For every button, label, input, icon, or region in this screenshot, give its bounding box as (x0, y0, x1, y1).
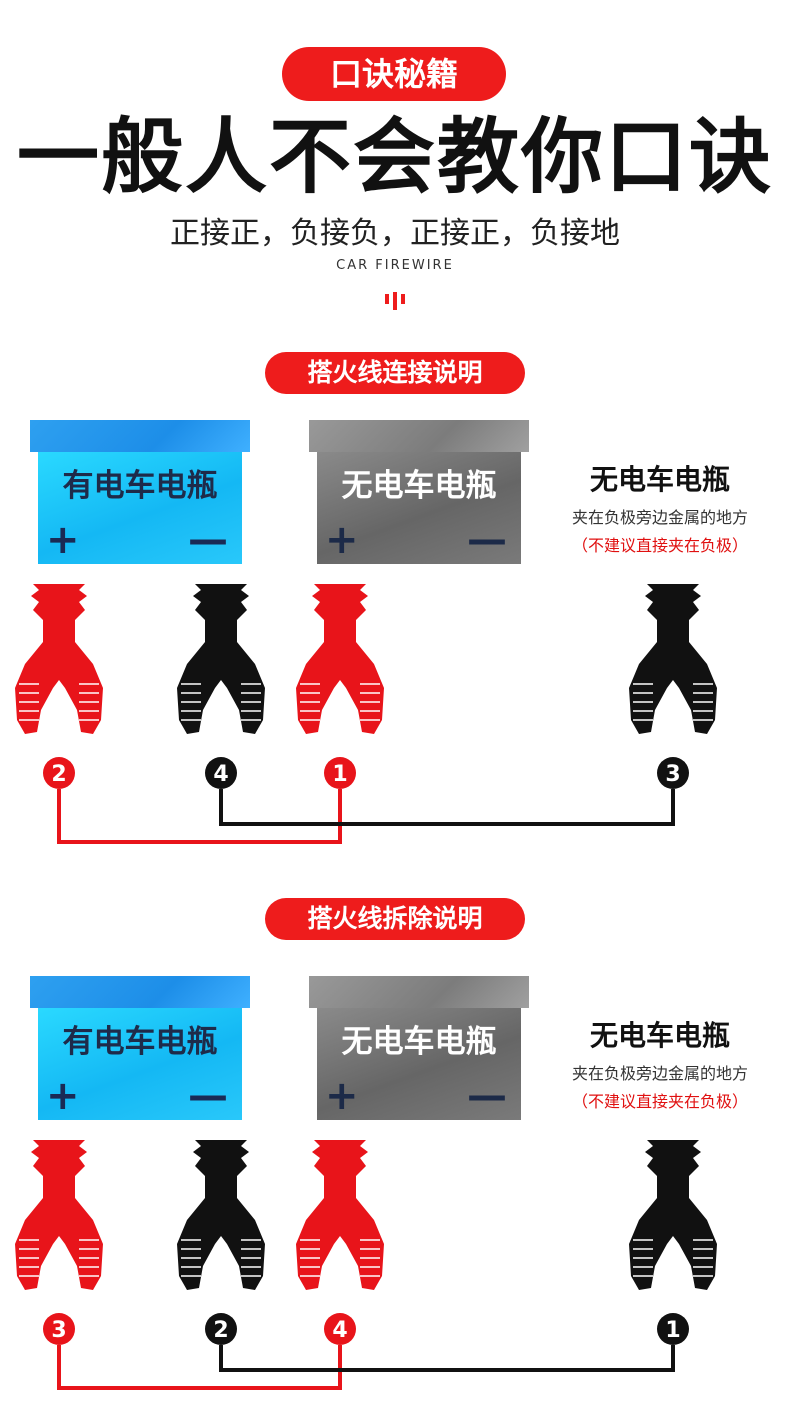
battery-lid (309, 420, 529, 452)
ground-note-title: 无电车电瓶 (589, 463, 730, 496)
page-title: 一般人不会教你口诀 (16, 110, 773, 205)
negative-cable (219, 789, 675, 826)
step-marker (205, 1313, 237, 1345)
battery-label: 无电车电瓶 (341, 468, 497, 504)
red-clamp-icon (15, 584, 103, 734)
battery-label: 有电车电瓶 (62, 468, 218, 504)
negative-terminal-icon: — (467, 517, 507, 563)
clamp-wiring-diagram: 2 4 1 3 (15, 584, 717, 844)
section-title: 搭火线拆除说明 (265, 898, 525, 940)
step-marker (324, 757, 356, 789)
step-number: 4 (213, 762, 228, 787)
step-marker (657, 757, 689, 789)
english-caption: CAR FIREWIRE (336, 258, 454, 273)
positive-cable (57, 1345, 342, 1390)
section-title: 搭火线连接说明 (265, 352, 525, 394)
battery-body: 有电车电瓶 + — (38, 452, 242, 564)
positive-terminal-icon: + (325, 1073, 359, 1119)
ground-note-title: 无电车电瓶 (589, 1019, 730, 1052)
positive-terminal-icon: + (325, 517, 359, 563)
battery-lid (30, 420, 250, 452)
positive-terminal-icon: + (46, 517, 80, 563)
step-marker (205, 757, 237, 789)
mnemonic-subtitle: 正接正，负接负，正接正，负接地 (170, 216, 620, 251)
positive-terminal-icon: + (46, 1073, 80, 1119)
step-marker (43, 1313, 75, 1345)
black-clamp-icon (629, 584, 717, 734)
battery-label: 有电车电瓶 (62, 1024, 218, 1060)
step-marker (43, 757, 75, 789)
battery-label: 无电车电瓶 (341, 1024, 497, 1060)
ground-note: 无电车电瓶 夹在负极旁边金属的地方 （不建议直接夹在负极） (540, 458, 780, 556)
battery-lid (30, 976, 250, 1008)
negative-terminal-icon: — (467, 1073, 507, 1119)
divider-mark-icon (385, 292, 405, 310)
dead-battery: 无电车电瓶 + — (309, 976, 529, 1120)
secret-tip-badge: 口诀秘籍 (282, 47, 506, 101)
red-clamp-icon (296, 584, 384, 734)
battery-lid (309, 976, 529, 1008)
ground-note-warning: （不建议直接夹在负极） (571, 1092, 748, 1111)
negative-terminal-icon: — (188, 517, 228, 563)
ground-note-text: 夹在负极旁边金属的地方 (571, 508, 748, 527)
red-clamp-icon (15, 1140, 103, 1290)
step-marker (324, 1313, 356, 1345)
dead-battery: 无电车电瓶 + — (309, 420, 529, 564)
negative-terminal-icon: — (188, 1073, 228, 1119)
battery-body: 有电车电瓶 + — (38, 1008, 242, 1120)
positive-cable (57, 789, 342, 844)
step-number: 1 (332, 762, 347, 787)
step-number: 2 (213, 1318, 228, 1343)
battery-body: 无电车电瓶 + — (317, 1008, 521, 1120)
step-marker (657, 1313, 689, 1345)
black-clamp-icon (629, 1140, 717, 1290)
black-clamp-icon (177, 1140, 265, 1290)
red-clamp-icon (296, 1140, 384, 1290)
ground-note-warning: （不建议直接夹在负极） (571, 536, 748, 555)
battery-body: 无电车电瓶 + — (317, 452, 521, 564)
step-number: 3 (665, 762, 680, 787)
step-number: 4 (332, 1318, 347, 1343)
step-number: 1 (665, 1318, 680, 1343)
step-number: 2 (51, 762, 66, 787)
negative-cable (219, 1345, 675, 1372)
charged-battery: 有电车电瓶 + — (30, 420, 250, 564)
charged-battery: 有电车电瓶 + — (30, 976, 250, 1120)
ground-note: 无电车电瓶 夹在负极旁边金属的地方 （不建议直接夹在负极） (540, 1014, 780, 1112)
ground-note-text: 夹在负极旁边金属的地方 (571, 1064, 748, 1083)
clamp-wiring-diagram: 3 2 4 1 (15, 1140, 717, 1390)
disconnect-section: 搭火线拆除说明 有电车电瓶 + — 无电车电瓶 + — 无电车电瓶 夹在负极旁边… (0, 898, 790, 1418)
connect-section: 搭火线连接说明 有电车电瓶 + — 无电车电瓶 + — 无电车电瓶 夹在负极旁边… (0, 352, 790, 872)
black-clamp-icon (177, 584, 265, 734)
step-number: 3 (51, 1318, 66, 1343)
